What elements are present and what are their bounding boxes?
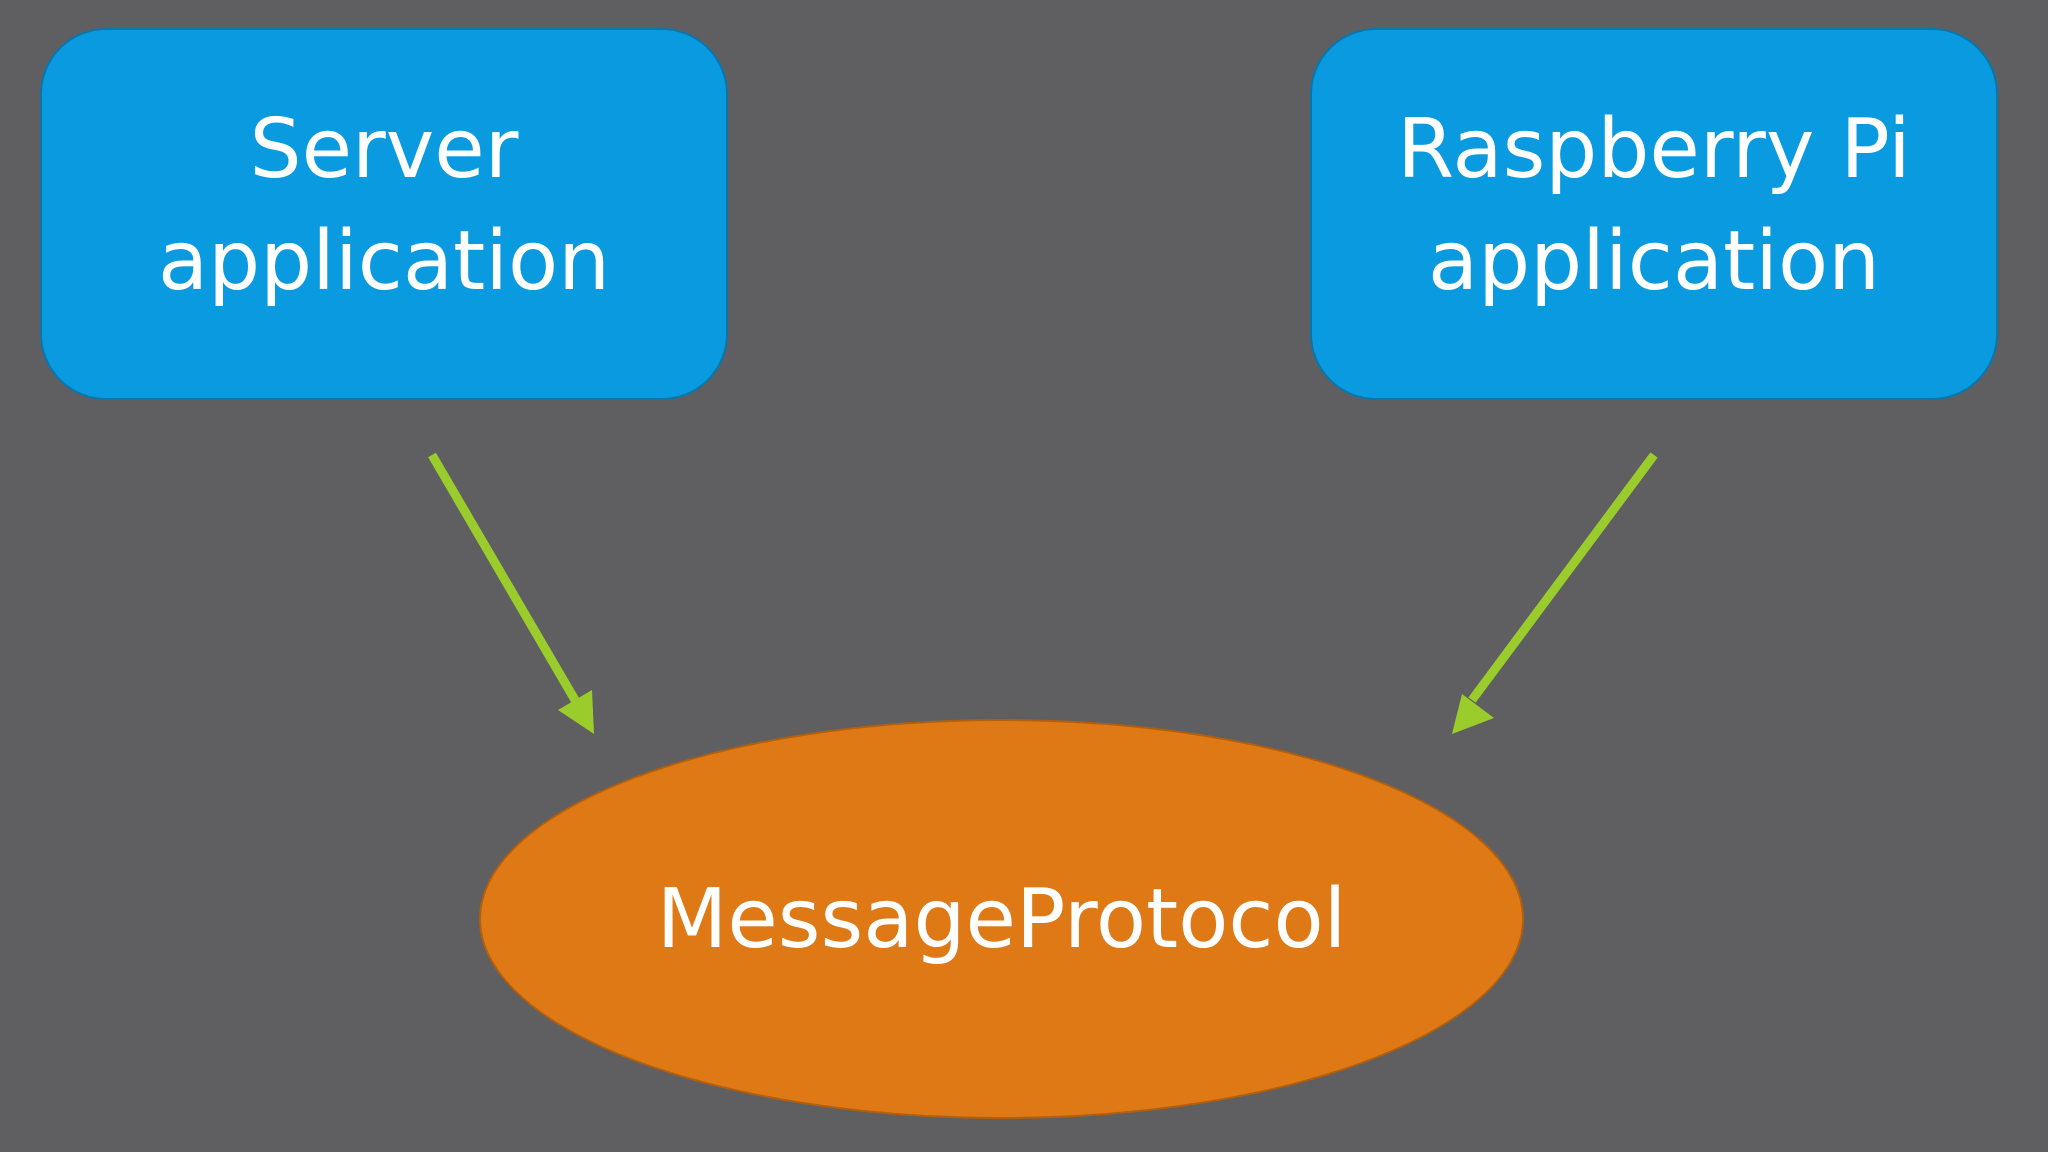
- arrow-server-to-protocol: [428, 452, 594, 734]
- server-node-label-line2: application: [157, 214, 611, 309]
- server-application-node: Server application: [40, 28, 728, 400]
- message-protocol-node: MessageProtocol: [479, 719, 1524, 1119]
- pi-node-label-line1: Raspberry Pi: [1397, 102, 1911, 197]
- server-node-label-line1: Server: [249, 102, 519, 197]
- message-protocol-label: MessageProtocol: [656, 871, 1347, 967]
- pi-node-label-line2: application: [1427, 214, 1881, 309]
- arrow-pi-to-protocol: [1452, 452, 1658, 734]
- raspberry-pi-application-node: Raspberry Pi application: [1310, 28, 1998, 400]
